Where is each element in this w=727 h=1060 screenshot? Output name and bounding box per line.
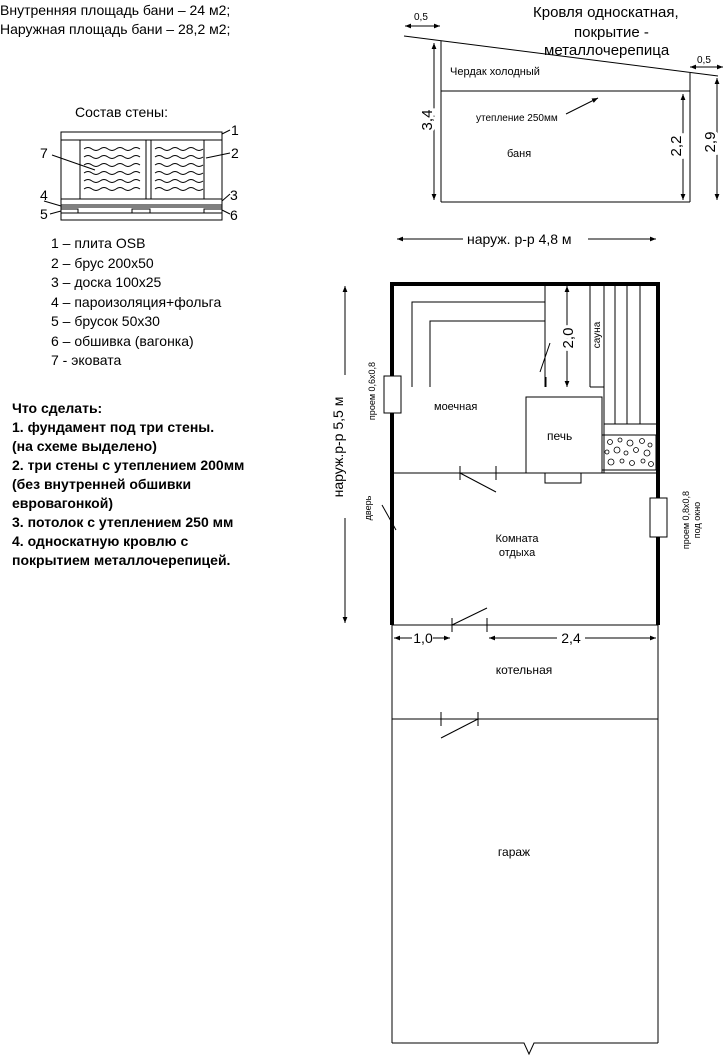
todo-line: евровагонкой) (12, 495, 114, 511)
rest-door-leaf (451, 607, 488, 626)
building-section-labels: Кровля односкатная, покрытие - металлоче… (414, 4, 722, 247)
height-total-label: 3,4 (419, 110, 436, 131)
wall-outline (60, 131, 223, 221)
overhang-right-label: 0,5 (697, 55, 711, 66)
sauna-door (539, 342, 551, 373)
todo-line: 4. односкатную кровлю с (12, 533, 189, 549)
flue-line (429, 320, 545, 387)
floor-plan-labels: наруж.р-р 5,5 м проем 0,6х0,8 проем 0,8х… (330, 321, 702, 859)
leader-line (221, 193, 231, 202)
stones-box (601, 434, 657, 471)
lath-bar (203, 208, 223, 214)
wall-section-drawing (43, 129, 231, 221)
side-door-leaf (381, 504, 397, 531)
callout-2: 2 (231, 145, 239, 161)
building-section-drawing (397, 23, 723, 242)
outer-area-text: Наружная площадь бани – 28,2 м2; (0, 21, 231, 37)
roof-line (403, 35, 719, 77)
legend-item: 2 – брус 200х50 (51, 254, 154, 271)
window-right (649, 497, 668, 538)
stones-hatching (604, 437, 654, 467)
callout-7: 7 (40, 145, 48, 161)
legend-item: 6 – обшивка (вагонка) (51, 332, 194, 349)
leader-line (43, 200, 62, 207)
break-line (392, 1042, 658, 1056)
todo-line: покрытием металлочерепицей. (12, 552, 231, 568)
wall-composition-title: Состав стены: (75, 104, 168, 120)
dim-left-label: 1,0 (413, 630, 433, 646)
wash-door-leaf (459, 472, 497, 493)
window-right-label-1: проем 0,8х0,8 (681, 491, 691, 549)
leader-line (51, 154, 96, 171)
todo-line: (без внутренней обшивки (12, 476, 192, 492)
bath-label: баня (507, 148, 531, 160)
todo-line: (на схеме выделено) (12, 438, 157, 454)
boiler-room-label: котельная (496, 663, 552, 677)
legend-item: 3 – доска 100х25 (51, 274, 162, 290)
callout-1: 1 (231, 122, 239, 138)
leader-line (49, 210, 62, 215)
wall-callouts: 1 2 3 4 5 6 7 (40, 122, 239, 223)
wash-room-label: моечная (434, 401, 477, 413)
rest-room-label-1: Комната (495, 533, 539, 545)
garage-label: гараж (498, 845, 530, 859)
lath-bar (131, 208, 151, 214)
door-label: дверь (363, 495, 373, 520)
dim-right-label: 2,4 (561, 630, 581, 646)
legend-item: 5 – брусок 50х30 (51, 313, 160, 329)
insulation-pointer (565, 97, 599, 115)
window-right-label-2: под окно (692, 502, 702, 538)
lath-bar (60, 208, 79, 214)
ecowool-hatching (83, 147, 204, 191)
flue-line (411, 301, 545, 387)
inner-area-text: Внутренняя площадь бани – 24 м2; (0, 2, 231, 18)
attic-label: Чердак холодный (450, 66, 540, 78)
leader-line (221, 209, 231, 215)
todo-line: 2. три стены с утеплением 200мм (12, 457, 245, 473)
window-left (383, 375, 402, 414)
overhang-left-label: 0,5 (414, 12, 428, 23)
foundation-walls (390, 282, 660, 625)
roof-label-1: Кровля односкатная, (533, 4, 679, 21)
wall-legend: 1 – плита OSB 2 – брус 200х50 3 – доска … (51, 235, 221, 372)
roof-label-2: покрытие - (574, 24, 649, 41)
sauna-label: сауна (592, 321, 603, 348)
leader-line (221, 129, 231, 135)
todo-heading: Что сделать: (12, 400, 103, 416)
rest-room-label-2: отдыха (499, 547, 536, 559)
garage-door-leaf (440, 718, 479, 739)
callout-6: 6 (230, 207, 238, 223)
sauna-dim-label: 2,0 (560, 328, 577, 349)
todo-list: Что сделать: 1. фундамент под три стены.… (12, 400, 244, 571)
todo-line: 3. потолок с утеплением 250 мм (12, 514, 234, 530)
width-label: наруж. р-р 4,8 м (467, 231, 572, 247)
callout-5: 5 (40, 206, 48, 222)
roof-label-3: металлочерепица (544, 42, 670, 59)
legend-item: 1 – плита OSB (51, 235, 146, 251)
callout-4: 4 (40, 187, 48, 203)
floor-plan-drawing (342, 282, 668, 1056)
window-left-label: проем 0,6х0,8 (367, 362, 377, 420)
todo-line: 1. фундамент под три стены. (12, 419, 215, 435)
height-right-label: 2,9 (702, 132, 719, 153)
callout-3: 3 (230, 187, 238, 203)
height-room-label: 2,2 (668, 136, 685, 157)
insulation-label: утепление 250мм (476, 113, 558, 124)
legend-item: 7 - эковата (51, 352, 122, 368)
plan-length-label: наруж.р-р 5,5 м (330, 397, 346, 498)
stove-label: печь (547, 429, 572, 443)
stove-door (544, 472, 582, 484)
leader-line (205, 152, 231, 159)
legend-item: 4 – пароизоляция+фольга (51, 293, 222, 310)
